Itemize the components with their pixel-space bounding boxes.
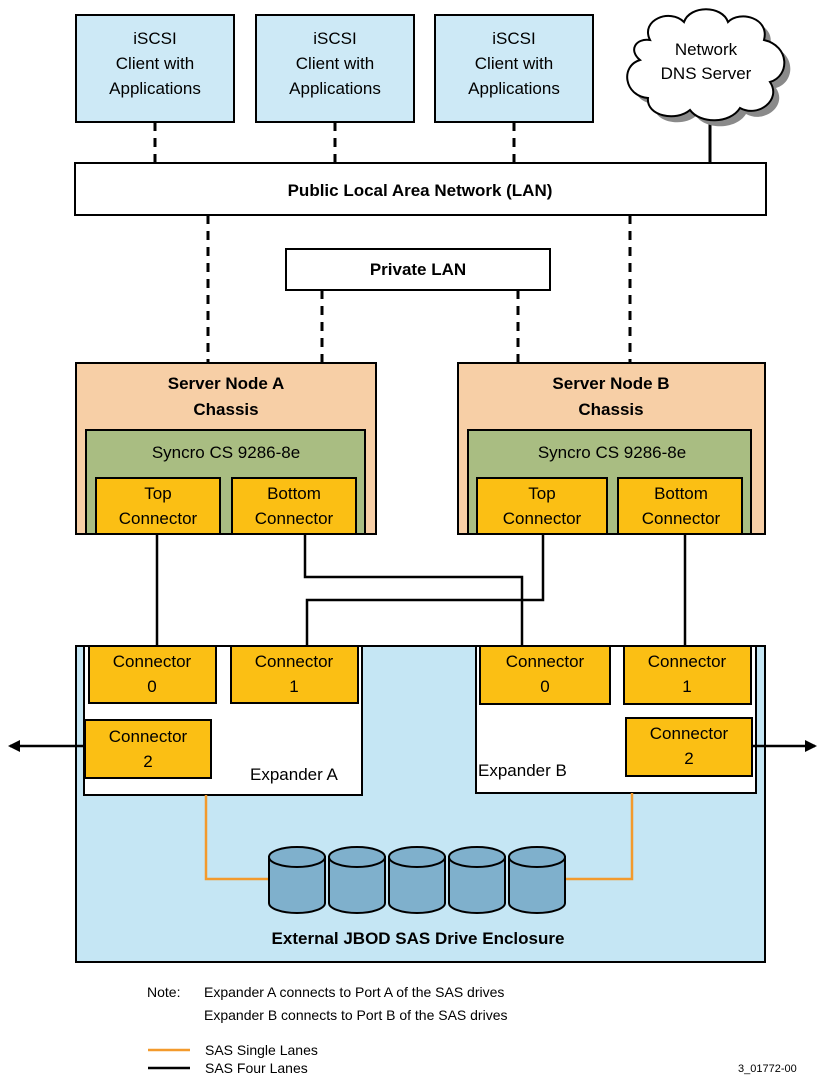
connector-label-line2: Connector [255,509,334,528]
expander-a-to-drives [204,795,272,881]
iscsi-client-2: iSCSI Client with Applications [255,14,415,123]
private-lan: Private LAN [285,248,551,291]
expander-b: Expander B Connector 0 Connector 1 Conne… [475,645,757,794]
client-label-line2: Client with [475,54,553,73]
iscsi-client-1: iSCSI Client with Applications [75,14,235,123]
note-block: Note: Expander A connects to Port A of t… [147,984,508,1023]
enclosure-label: External JBOD SAS Drive Enclosure [272,929,565,948]
iscsi-client-3: iSCSI Client with Applications [434,14,594,123]
connector-label-line2: 0 [540,677,549,696]
legend-four-label: SAS Four Lanes [205,1060,308,1076]
legend: SAS Single Lanes SAS Four Lanes [148,1042,318,1076]
client-label-line3: Applications [109,79,201,98]
expander-a-connector-1: Connector 1 [230,645,359,704]
expander-b-connector-1: Connector 1 [623,645,752,705]
node-a-controller-label: Syncro CS 9286-8e [152,443,300,462]
connector-label-line2: 0 [147,677,156,696]
expander-b-to-drives [566,793,634,881]
expander-a-connector-2: Connector 2 [84,719,212,779]
server-node-a: Server Node A Chassis Syncro CS 9286-8e … [75,362,377,535]
node-b-controller-label: Syncro CS 9286-8e [538,443,686,462]
client-label-line1: iSCSI [313,29,356,48]
connector-label-line1: Connector [109,727,188,746]
client-label-line2: Client with [296,54,374,73]
dns-label-line2: DNS Server [661,64,752,83]
public-lan-label: Public Local Area Network (LAN) [288,181,553,200]
connector-label-line2: Connector [119,509,198,528]
dns-server-cloud: Network DNS Server [626,8,791,127]
note-line1: Expander A connects to Port A of the SAS… [204,984,504,1000]
node-a-bottom-to-expander-b-c0 [303,534,524,646]
sas-drive [388,846,446,914]
sas-drives [268,846,566,914]
connector-label-line2: Connector [503,509,582,528]
sas-drive [448,846,506,914]
expander-a-connector-0: Connector 0 [88,645,217,704]
connector-label-line1: Top [144,484,171,503]
node-a-title-line1: Server Node A [168,374,285,393]
connector-label-line1: Connector [255,652,334,671]
public-lan: Public Local Area Network (LAN) [74,162,767,216]
node-b-top-connector: Top Connector [476,477,608,535]
connector-label-line1: Bottom [654,484,708,503]
connector-label-line1: Connector [506,652,585,671]
sas-drive [268,846,326,914]
expander-a-label: Expander A [250,765,339,784]
figure-id: 3_01772-00 [738,1063,797,1075]
connector-label-line2: 2 [143,752,152,771]
private-lan-label: Private LAN [370,260,466,279]
connector-label-line2: 1 [682,677,691,696]
connector-label-line1: Connector [648,652,727,671]
connector-label-line1: Top [528,484,555,503]
note-line2: Expander B connects to Port B of the SAS… [204,1007,508,1023]
node-a-bottom-connector: Bottom Connector [231,477,357,535]
connector-label-line1: Bottom [267,484,321,503]
node-b-top-to-expander-a-c1 [305,534,545,646]
connector-label-line2: 2 [684,749,693,768]
node-a-top-connector: Top Connector [95,477,221,535]
client-label-line1: iSCSI [492,29,535,48]
client-label-line3: Applications [289,79,381,98]
ethernet-links [153,122,632,363]
expander-b-label: Expander B [478,761,567,780]
cloud-shape [626,8,786,122]
client-label-line3: Applications [468,79,560,98]
note-prefix: Note: [147,984,180,1000]
connector-label-line1: Connector [650,724,729,743]
legend-single-label: SAS Single Lanes [205,1042,318,1058]
dns-label-line1: Network [675,40,738,59]
sas-single-lane-cables [204,793,634,881]
server-node-b: Server Node B Chassis Syncro CS 9286-8e … [457,362,766,535]
connector-label-line2: Connector [642,509,721,528]
client-label-line2: Client with [116,54,194,73]
expander-b-connector-2: Connector 2 [625,717,753,777]
node-b-title-line1: Server Node B [552,374,669,393]
connector-label-line1: Connector [113,652,192,671]
expander-a: Expander A Connector 0 Connector 1 Conne… [83,645,363,796]
sas-drive [508,846,566,914]
node-b-title-line2: Chassis [578,400,643,419]
node-b-bottom-connector: Bottom Connector [617,477,743,535]
expander-b-connector-0: Connector 0 [479,645,611,705]
sas-drive [328,846,386,914]
sas-four-lane-cables [155,534,687,646]
connector-label-line2: 1 [289,677,298,696]
node-a-title-line2: Chassis [193,400,258,419]
client-label-line1: iSCSI [133,29,176,48]
